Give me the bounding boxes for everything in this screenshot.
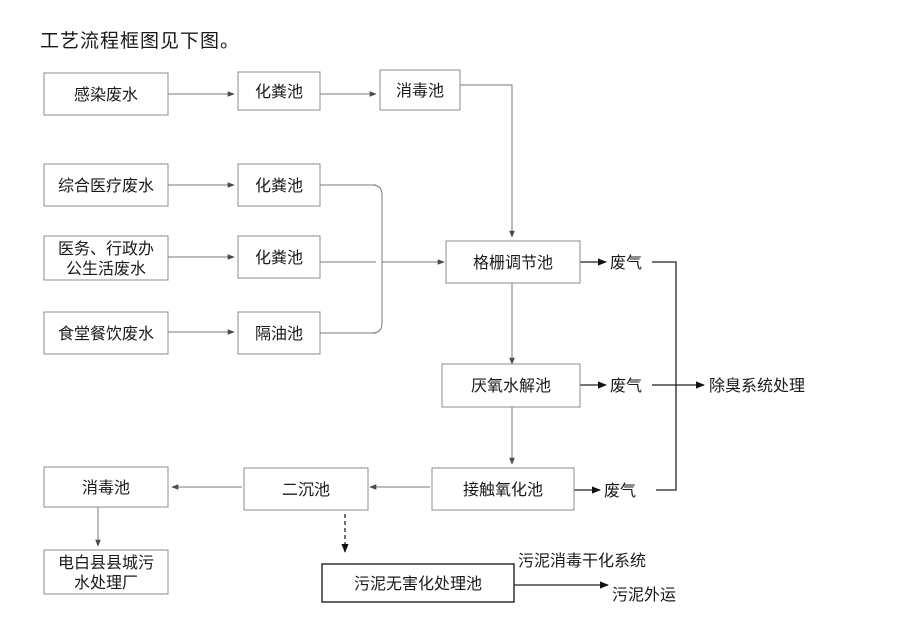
node-label-line-2: 公生活废水 [66,259,146,278]
node-label: 食堂餐饮废水 [58,324,154,343]
node-contact-oxidation-tank: 接触氧化池 [431,467,575,511]
node-medical-wastewater: 综合医疗废水 [43,163,169,207]
node-label: 综合医疗废水 [58,176,154,195]
node-infect-wastewater: 感染废水 [43,72,169,116]
node-grid-regulating-tank: 格栅调节池 [445,240,581,284]
node-disinfection-tank-1: 消毒池 [379,69,461,111]
node-label: 隔油池 [255,324,303,343]
node-label: 接触氧化池 [463,480,543,499]
edge-gas-collector [652,261,677,491]
node-septic-tank-2: 化粪池 [237,163,321,207]
node-secondary-clarifier: 二沉池 [243,467,369,511]
node-label: 化粪池 [255,176,303,195]
node-label: 化粪池 [255,248,303,267]
node-grease-trap: 隔油池 [237,311,321,355]
node-office-wastewater: 医务、行政办 公生活废水 [43,235,169,281]
node-county-wastewater-plant: 电白县县城污 水处理厂 [43,549,169,595]
node-septic-tank-1: 化粪池 [237,71,321,111]
edge-disinfect1-grid [460,84,515,238]
exhaust-gas-label-3: 废气 [604,481,636,500]
node-label-line-2: 水处理厂 [74,573,138,592]
node-disinfection-tank-2: 消毒池 [43,466,169,508]
node-label: 消毒池 [396,81,444,100]
exhaust-gas-label-2: 废气 [610,376,642,395]
node-label: 消毒池 [82,478,130,497]
node-label: 二沉池 [282,480,330,499]
node-anaerobic-hydrolysis-tank: 厌氧水解池 [441,363,581,408]
page-title: 工艺流程框图见下图。 [40,30,241,52]
exhaust-gas-label-1: 废气 [610,253,642,272]
node-label: 厌氧水解池 [471,376,551,395]
edges [95,84,705,589]
node-sludge-treatment-tank: 污泥无害化处理池 [321,563,515,603]
node-label: 化粪池 [255,82,303,101]
node-label: 格栅调节池 [473,253,553,272]
node-septic-tank-3: 化粪池 [237,235,321,279]
node-label-line-1: 电白县县城污 [58,553,154,572]
node-label-line-1: 医务、行政办 [58,239,154,258]
edge-merge-bus [371,184,383,334]
sludge-drying-system-label: 污泥消毒干化系统 [518,551,646,570]
node-canteen-wastewater: 食堂餐饮废水 [43,311,169,355]
node-label: 感染废水 [74,85,138,104]
node-label: 污泥无害化处理池 [354,574,482,593]
deodorization-system-label: 除臭系统处理 [709,376,805,395]
sludge-transport-label: 污泥外运 [612,585,676,604]
